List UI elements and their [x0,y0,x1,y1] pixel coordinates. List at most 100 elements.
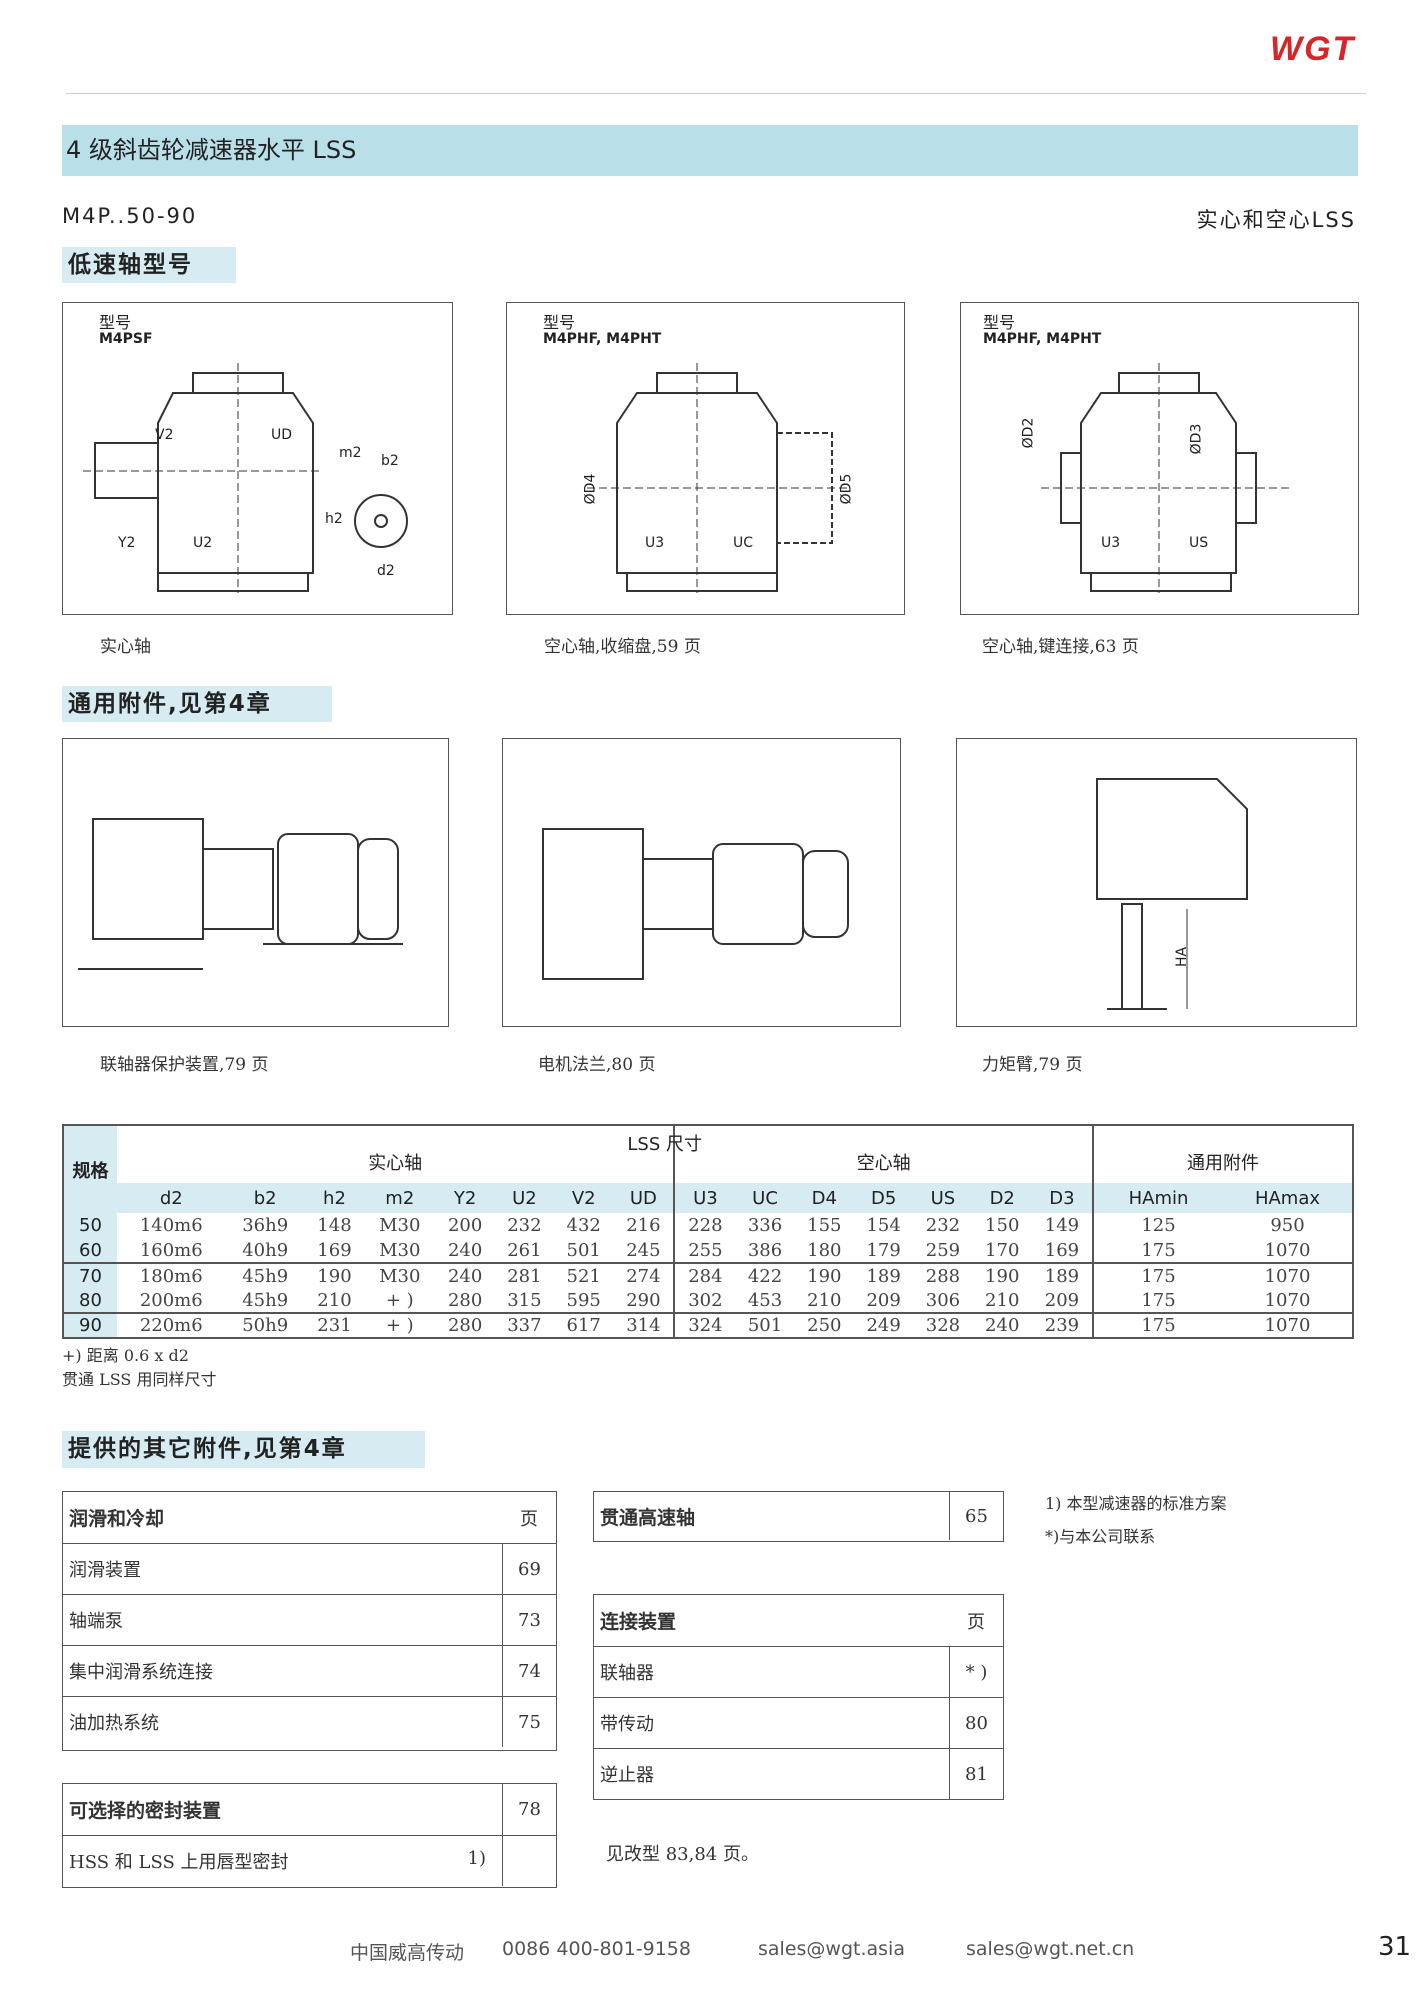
column-header-y2: Y2 [435,1183,495,1213]
item-label: 轴端泵 [69,1611,123,1632]
table-cell: 950 [1270,1215,1305,1236]
table-cell: 190 [304,1262,365,1288]
column-header-hamax: HAmax [1223,1183,1353,1213]
caption-hollow-shrink-disc: 空心轴,收缩盘,59 页 [544,637,701,657]
column-header-us: US [913,1183,973,1213]
item-page: 81 [949,1749,1003,1799]
table-note-1: +) 距离 0.6 x d2 [62,1346,189,1365]
column-header-m2: m2 [364,1183,436,1213]
type-label: 型号 [99,313,132,332]
column-header-uc: UC [735,1183,795,1213]
caption-coupling-guard: 联轴器保护装置,79 页 [100,1055,269,1075]
item-label: 油加热系统 [69,1713,159,1734]
section-accessories: 通用附件,见第4章 [62,686,332,722]
column-header-d5: D5 [853,1183,914,1213]
table-cell: 125 [1092,1213,1223,1238]
seals-header: 可选择的密封装置 [69,1800,222,1822]
section-lss-types: 低速轴型号 [62,247,236,283]
table-cell: 274 [613,1262,675,1288]
footer-email-2[interactable]: sales@wgt.net.cn [966,1938,1135,1960]
diagram-torque-arm: HA [956,738,1357,1027]
table-cell: 501 [735,1312,795,1338]
table-cell: 302 [673,1288,736,1313]
table-cell: 337 [494,1312,555,1338]
table-cell: 154 [866,1215,901,1236]
list-item: 带传动 80 [594,1697,1003,1748]
dim-d2: d2 [377,563,395,579]
gearbox-drawing [83,363,408,593]
table-cell: 288 [913,1262,973,1288]
group-hollow-header: LSS 尺寸空心轴 [627,1125,1093,1183]
table-title: LSS 尺寸 [627,1134,702,1155]
table-cell: 148 [317,1215,352,1236]
table-cell: 189 [853,1262,914,1288]
item-page: 74 [502,1646,556,1696]
item-label: 带传动 [600,1714,654,1735]
size-cell: 60 [63,1238,117,1263]
dim-m2: m2 [339,445,362,461]
table-cell: 160m6 [139,1239,203,1261]
column-header-b2: b2 [225,1183,305,1213]
size-cell: 90 [63,1312,117,1338]
footer-phone: 0086 400-801-9158 [502,1938,691,1960]
dim-d4: ØD4 [582,473,599,505]
table-note-2: 贯通 LSS 用同样尺寸 [62,1370,217,1389]
table-cell: 175 [1092,1238,1223,1263]
column-header-u3: U3 [673,1183,736,1213]
dim-u2: U2 [193,535,213,551]
type-label: 型号 [543,313,576,332]
footnote-1: 1) 本型减速器的标准方案 [1045,1494,1227,1513]
size-cell: 70 [63,1262,117,1288]
table-cell: 315 [507,1289,542,1311]
item-page: 75 [502,1697,556,1747]
diagram-hollow-keyed: 型号 M4PHF, M4PHT ØD2 ØD3 U3 US [960,302,1359,615]
column-header-ud: UD [613,1183,675,1213]
dim-v2: V2 [155,427,174,443]
through-shaft-page: 65 [949,1492,1003,1540]
size-header: 规格 [63,1125,117,1213]
table-cell: M30 [364,1262,436,1288]
seals-page: 78 [502,1784,556,1835]
table-cell: 210 [807,1289,842,1311]
item-label: 联轴器 [600,1663,654,1684]
footer-email-1[interactable]: sales@wgt.asia [758,1938,905,1960]
table-cell: 1070 [1223,1262,1353,1288]
table-cell: 595 [566,1289,601,1311]
model-label: M4PHF, M4PHT [983,331,1102,347]
table-cell: 240 [972,1312,1032,1338]
table-cell: 175 [1092,1312,1223,1338]
item-page: 80 [949,1698,1003,1748]
column-header-h2: h2 [304,1183,365,1213]
table-cell: 1070 [1264,1239,1311,1261]
footer-company: 中国威高传动 [350,1942,465,1964]
table-cell: 150 [985,1215,1020,1236]
list-item: 联轴器* ) [594,1646,1003,1697]
table-cell: 231 [304,1312,365,1338]
table-cell: 180 [807,1239,842,1261]
through-shaft-label: 贯通高速轴 [600,1506,696,1529]
section-other-accessories: 提供的其它附件,见第4章 [62,1431,425,1468]
table-cell: 261 [507,1239,542,1261]
table-cell: 386 [747,1239,783,1261]
table-cell: 422 [735,1262,795,1288]
caption-solid-shaft: 实心轴 [100,637,151,657]
table-cell: 190 [794,1262,854,1288]
table-cell: M30 [379,1239,421,1261]
column-header-d3: D3 [1031,1183,1093,1213]
column-header-hamin: HAmin [1092,1183,1223,1213]
dim-d5: ØD5 [838,473,855,505]
dim-ha: HA [1174,946,1191,968]
seal-item: HSS 和 LSS 上用唇型密封 [69,1852,289,1873]
page-title: 4 级斜齿轮减速器水平 LSS [62,125,1358,176]
header-divider [66,93,1366,94]
table-cell: 210 [317,1289,352,1311]
diagram-hollow-shrink-disc: 型号 M4PHF, M4PHT ØD4 ØD5 U3 UC [506,302,905,615]
table-cell: 169 [1044,1239,1080,1261]
through-shaft-table: 贯通高速轴 65 [593,1491,1004,1542]
